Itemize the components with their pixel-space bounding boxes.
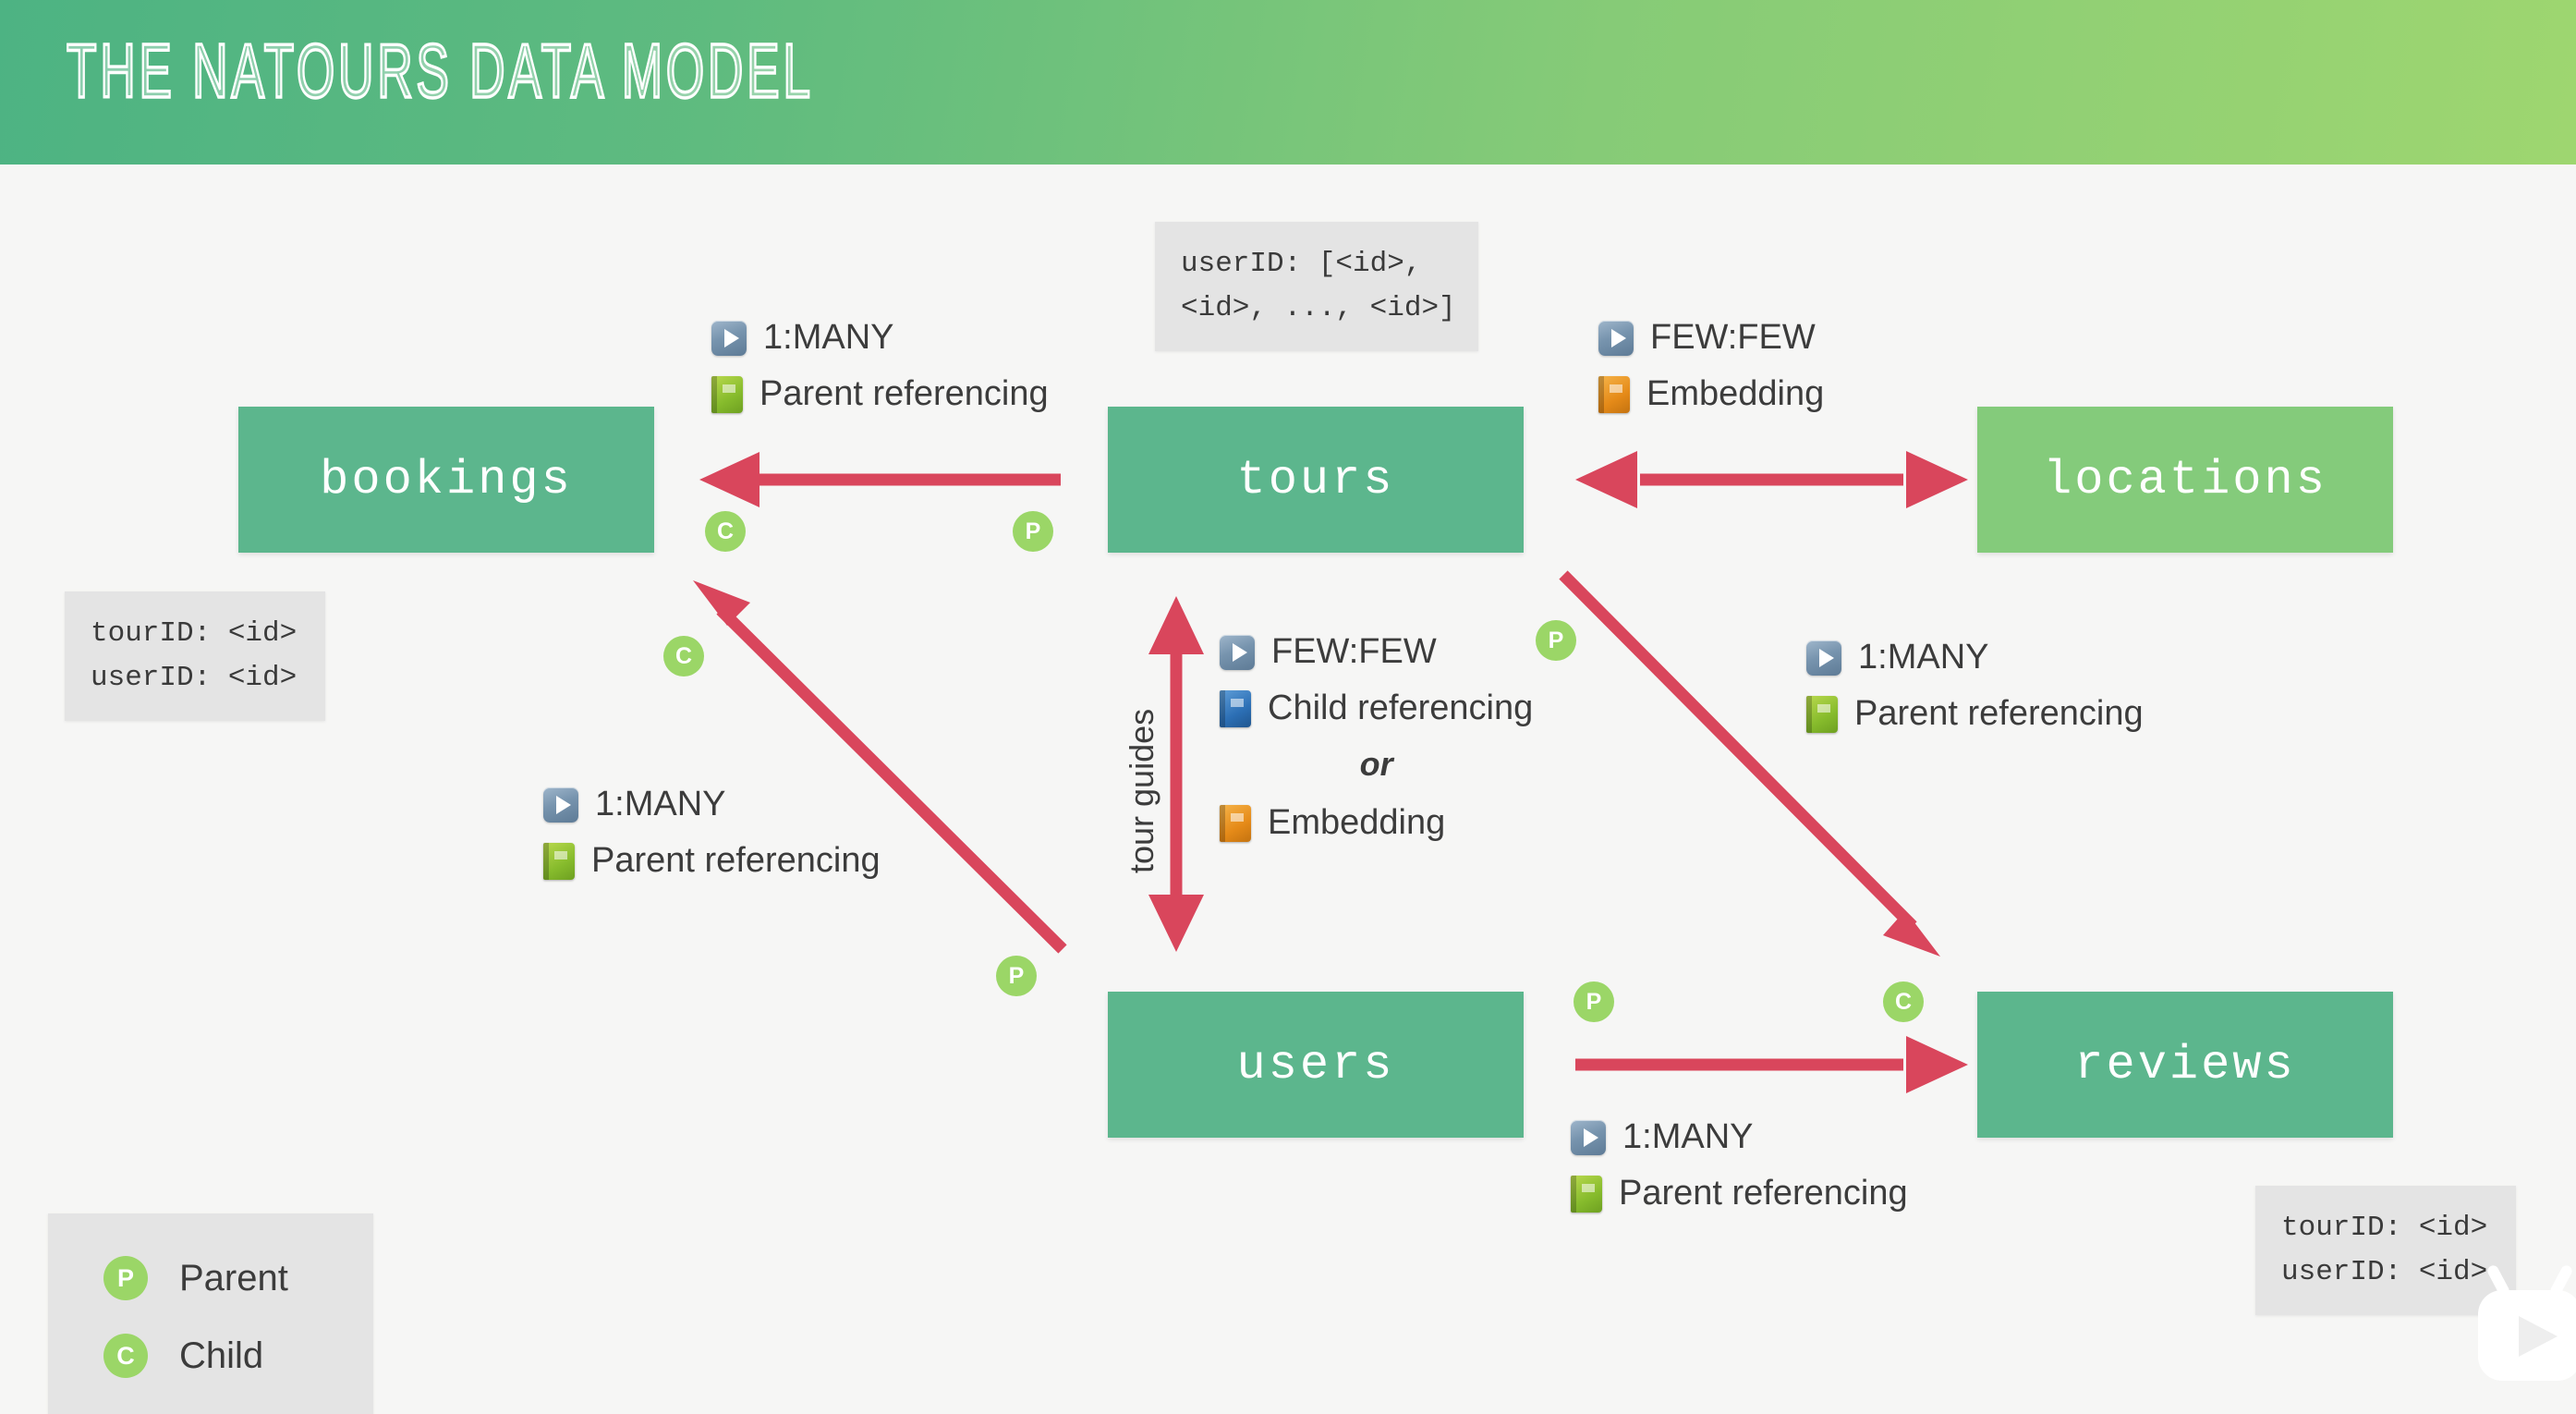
strategy-a-label: Child referencing <box>1268 689 1534 728</box>
annotation-users-reviews: 1:MANY Parent referencing <box>1571 1114 1908 1227</box>
legend-badge-child: C <box>103 1334 148 1378</box>
badge-child-reviews: C <box>1883 981 1924 1022</box>
legend: P Parent C Child <box>48 1213 373 1414</box>
annotation-strategy-a-row: Child referencing <box>1220 685 1533 732</box>
strategy-label: Parent referencing <box>1854 694 2144 734</box>
badge-letter: P <box>1025 518 1041 544</box>
entity-reviews[interactable]: reviews <box>1977 992 2393 1138</box>
badge-parent-users-bookings: P <box>996 956 1037 996</box>
cardinality-label: 1:MANY <box>763 318 894 357</box>
legend-badge-letter: C <box>116 1341 135 1370</box>
annotation-tours-reviews: 1:MANY Parent referencing <box>1806 634 2144 748</box>
entity-bookings[interactable]: bookings <box>238 407 654 553</box>
codebox-tours-guides: userID: [<id>, <id>, ..., <id>] <box>1155 222 1478 352</box>
badge-letter: C <box>1894 988 1913 1015</box>
annotation-tours-bookings: 1:MANY Parent referencing <box>711 314 1049 428</box>
badge-letter: P <box>1008 962 1025 989</box>
annotation-conjunction-row: or <box>1220 742 1533 787</box>
page-title: THE NATOURS DATA MODEL <box>66 27 814 115</box>
entity-label: locations <box>2043 452 2327 507</box>
annotation-cardinality-row: 1:MANY <box>1571 1114 1908 1161</box>
orange-book-icon <box>1598 375 1630 413</box>
legend-badge-letter: P <box>116 1263 134 1292</box>
play-icon <box>1571 1119 1606 1155</box>
annotation-cardinality-row: 1:MANY <box>711 314 1049 361</box>
play-icon <box>1220 634 1255 670</box>
play-icon <box>1806 640 1841 676</box>
badge-letter: P <box>1586 988 1602 1015</box>
badge-parent-users-reviews: P <box>1574 981 1614 1022</box>
annotation-cardinality-row: 1:MANY <box>543 781 881 828</box>
legend-item-child: C Child <box>103 1334 318 1378</box>
codebox-bookings-fields: tourID: <id> userID: <id> <box>65 591 325 722</box>
player-watermark-icon <box>2478 1265 2576 1381</box>
legend-label-parent: Parent <box>179 1257 288 1298</box>
play-icon <box>543 786 578 823</box>
annotation-cardinality-row: FEW:FEW <box>1220 628 1533 676</box>
entity-users[interactable]: users <box>1108 992 1524 1138</box>
badge-letter: C <box>674 642 693 669</box>
strategy-label: Parent referencing <box>759 374 1049 414</box>
cardinality-label: 1:MANY <box>1622 1117 1754 1156</box>
legend-badge-parent: P <box>103 1256 148 1300</box>
arrow-users-to-reviews <box>1575 1036 1968 1093</box>
badge-parent-tours-reviews: P <box>1536 620 1576 661</box>
strategy-b-label: Embedding <box>1268 803 1446 843</box>
annotation-strategy-row: Embedding <box>1598 371 1824 418</box>
badge-letter: P <box>1548 627 1564 653</box>
legend-item-parent: P Parent <box>103 1256 318 1300</box>
play-icon <box>1598 320 1634 356</box>
legend-label-child: Child <box>179 1335 264 1376</box>
annotation-cardinality-row: FEW:FEW <box>1598 314 1824 361</box>
strategy-label: Embedding <box>1646 374 1825 414</box>
entity-label: bookings <box>320 452 573 507</box>
entity-label: users <box>1236 1037 1395 1092</box>
arrow-tours-to-reviews <box>1559 570 1940 957</box>
annotation-cardinality-row: 1:MANY <box>1806 634 2144 681</box>
annotation-users-bookings: 1:MANY Parent referencing <box>543 781 881 895</box>
annotation-strategy-b-row: Embedding <box>1220 799 1533 847</box>
orange-book-icon <box>1220 804 1251 842</box>
entity-locations[interactable]: locations <box>1977 407 2393 553</box>
badge-parent-tours-left: P <box>1013 511 1053 552</box>
slide-header: THE NATOURS DATA MODEL <box>0 0 2576 165</box>
green-book-icon <box>543 842 575 880</box>
conjunction-label: or <box>1359 744 1393 783</box>
annotation-strategy-row: Parent referencing <box>543 837 881 884</box>
blue-book-icon <box>1220 689 1251 727</box>
play-icon <box>711 320 747 356</box>
cardinality-label: FEW:FEW <box>1650 318 1816 357</box>
entity-tours[interactable]: tours <box>1108 407 1524 553</box>
annotation-tours-users: FEW:FEW Child referencing or Embedding <box>1220 628 1533 856</box>
badge-child-bookings-users: C <box>663 636 704 677</box>
strategy-label: Parent referencing <box>591 841 881 881</box>
entity-label: reviews <box>2074 1037 2296 1092</box>
annotation-strategy-row: Parent referencing <box>711 371 1049 418</box>
green-book-icon <box>711 375 743 413</box>
annotation-strategy-row: Parent referencing <box>1571 1170 1908 1217</box>
annotation-tours-locations: FEW:FEW Embedding <box>1598 314 1824 428</box>
codebox-reviews-fields: tourID: <id> userID: <id> <box>2255 1186 2516 1316</box>
arrow-tours-to-bookings <box>699 452 1061 507</box>
strategy-label: Parent referencing <box>1619 1174 1908 1213</box>
cardinality-label: 1:MANY <box>1858 638 1989 677</box>
tour-guides-vertical-label: tour guides <box>1123 708 1160 873</box>
green-book-icon <box>1806 695 1838 733</box>
cardinality-label: FEW:FEW <box>1271 632 1437 671</box>
badge-child-bookings: C <box>705 511 746 552</box>
entity-label: tours <box>1236 452 1395 507</box>
badge-letter: C <box>716 518 735 544</box>
green-book-icon <box>1571 1175 1602 1213</box>
cardinality-label: 1:MANY <box>595 785 726 823</box>
arrow-tours-to-locations <box>1575 451 1968 508</box>
annotation-strategy-row: Parent referencing <box>1806 690 2144 737</box>
